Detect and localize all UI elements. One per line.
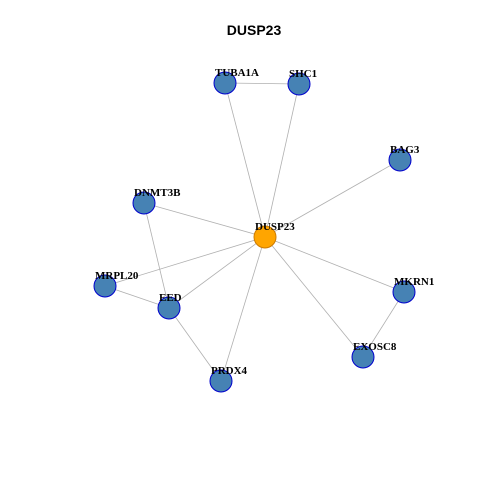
- node-prdx4[interactable]: [209, 369, 233, 393]
- node-label-tuba1a: TUBA1A: [215, 67, 259, 79]
- node-shc1[interactable]: [287, 72, 311, 96]
- node-label-eed: EED: [159, 292, 182, 304]
- node-dnmt3b[interactable]: [132, 191, 156, 215]
- node-label-mrpl20: MRPL20: [95, 270, 139, 282]
- node-mkrn1[interactable]: [392, 280, 416, 304]
- node-label-mkrn1: MKRN1: [394, 276, 434, 288]
- graph-title: DUSP23: [227, 22, 282, 38]
- edge-mkrn1-exosc8: [362, 291, 405, 358]
- edge-dusp23-exosc8: [264, 236, 364, 358]
- node-label-dnmt3b: DNMT3B: [134, 187, 181, 199]
- node-mrpl20[interactable]: [93, 274, 117, 298]
- edge-dusp23-dnmt3b: [143, 202, 266, 238]
- node-label-prdx4: PRDX4: [211, 365, 248, 377]
- node-tuba1a[interactable]: [213, 71, 237, 95]
- node-bag3[interactable]: [388, 148, 412, 172]
- edge-tuba1a-shc1: [224, 82, 300, 85]
- edge-dusp23-shc1: [264, 83, 300, 238]
- node-label-exosc8: EXOSC8: [353, 341, 397, 353]
- node-label-bag3: BAG3: [390, 144, 420, 156]
- edge-dusp23-bag3: [264, 159, 401, 238]
- edge-dnmt3b-eed: [143, 202, 170, 309]
- node-label-dusp23: DUSP23: [255, 221, 295, 233]
- edge-dusp23-eed: [168, 236, 266, 309]
- node-eed[interactable]: [157, 296, 181, 320]
- node-dusp23[interactable]: [253, 225, 277, 249]
- edge-eed-prdx4: [168, 307, 222, 382]
- node-exosc8[interactable]: [351, 345, 375, 369]
- edge-dusp23-tuba1a: [224, 82, 266, 238]
- edge-dusp23-mkrn1: [264, 236, 405, 293]
- node-layer: [93, 71, 416, 393]
- edge-dusp23-mrpl20: [104, 236, 266, 287]
- node-label-shc1: SHC1: [289, 68, 317, 80]
- edge-dusp23-prdx4: [220, 236, 266, 382]
